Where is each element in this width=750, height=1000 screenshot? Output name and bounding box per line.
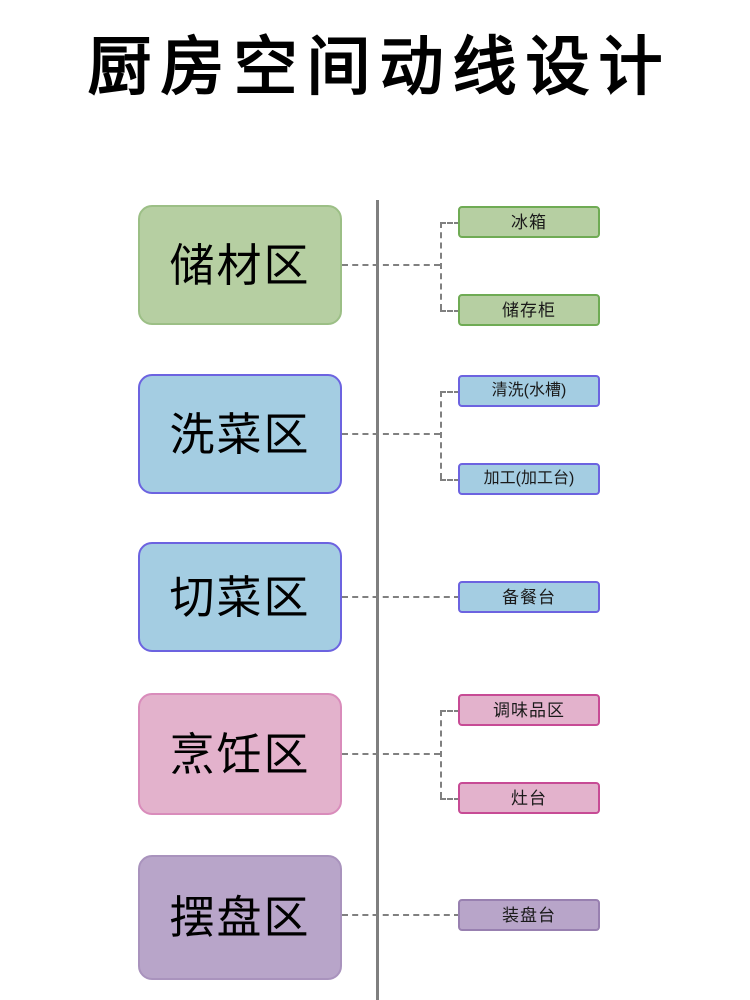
leaf-box-sink-washing[interactable]: 清洗(水槽) [458, 375, 600, 407]
leaf-box-plating-counter[interactable]: 装盘台 [458, 899, 600, 931]
leaf-box-refrigerator[interactable]: 冰箱 [458, 206, 600, 238]
leaf-box-seasoning-area[interactable]: 调味品区 [458, 694, 600, 726]
connector-branch-1 [440, 222, 442, 310]
connector-trunk-3 [342, 596, 460, 598]
connector-stub-4b [440, 798, 460, 800]
zone-box-cutting[interactable]: 切菜区 [138, 542, 342, 652]
zone-box-storage[interactable]: 储材区 [138, 205, 342, 325]
connector-stub-1a [440, 222, 460, 224]
connector-stub-1b [440, 310, 460, 312]
connector-branch-2 [440, 391, 442, 479]
leaf-box-storage-cabinet[interactable]: 储存柜 [458, 294, 600, 326]
leaf-box-serving-counter[interactable]: 备餐台 [458, 581, 600, 613]
connector-stub-4a [440, 710, 460, 712]
connector-trunk-2 [342, 433, 440, 435]
connector-stub-2b [440, 479, 460, 481]
zone-box-plating[interactable]: 摆盘区 [138, 855, 342, 980]
leaf-box-prep-processing[interactable]: 加工(加工台) [458, 463, 600, 495]
page-title: 厨房空间动线设计 [87, 31, 672, 103]
connector-branch-4 [440, 710, 442, 798]
central-spine-line [376, 200, 379, 1000]
connector-trunk-5 [342, 914, 460, 916]
connector-trunk-4 [342, 753, 440, 755]
leaf-box-stove[interactable]: 灶台 [458, 782, 600, 814]
zone-box-cooking[interactable]: 烹饪区 [138, 693, 342, 815]
connector-stub-2a [440, 391, 460, 393]
zone-box-washing[interactable]: 洗菜区 [138, 374, 342, 494]
connector-trunk-1 [342, 264, 440, 266]
